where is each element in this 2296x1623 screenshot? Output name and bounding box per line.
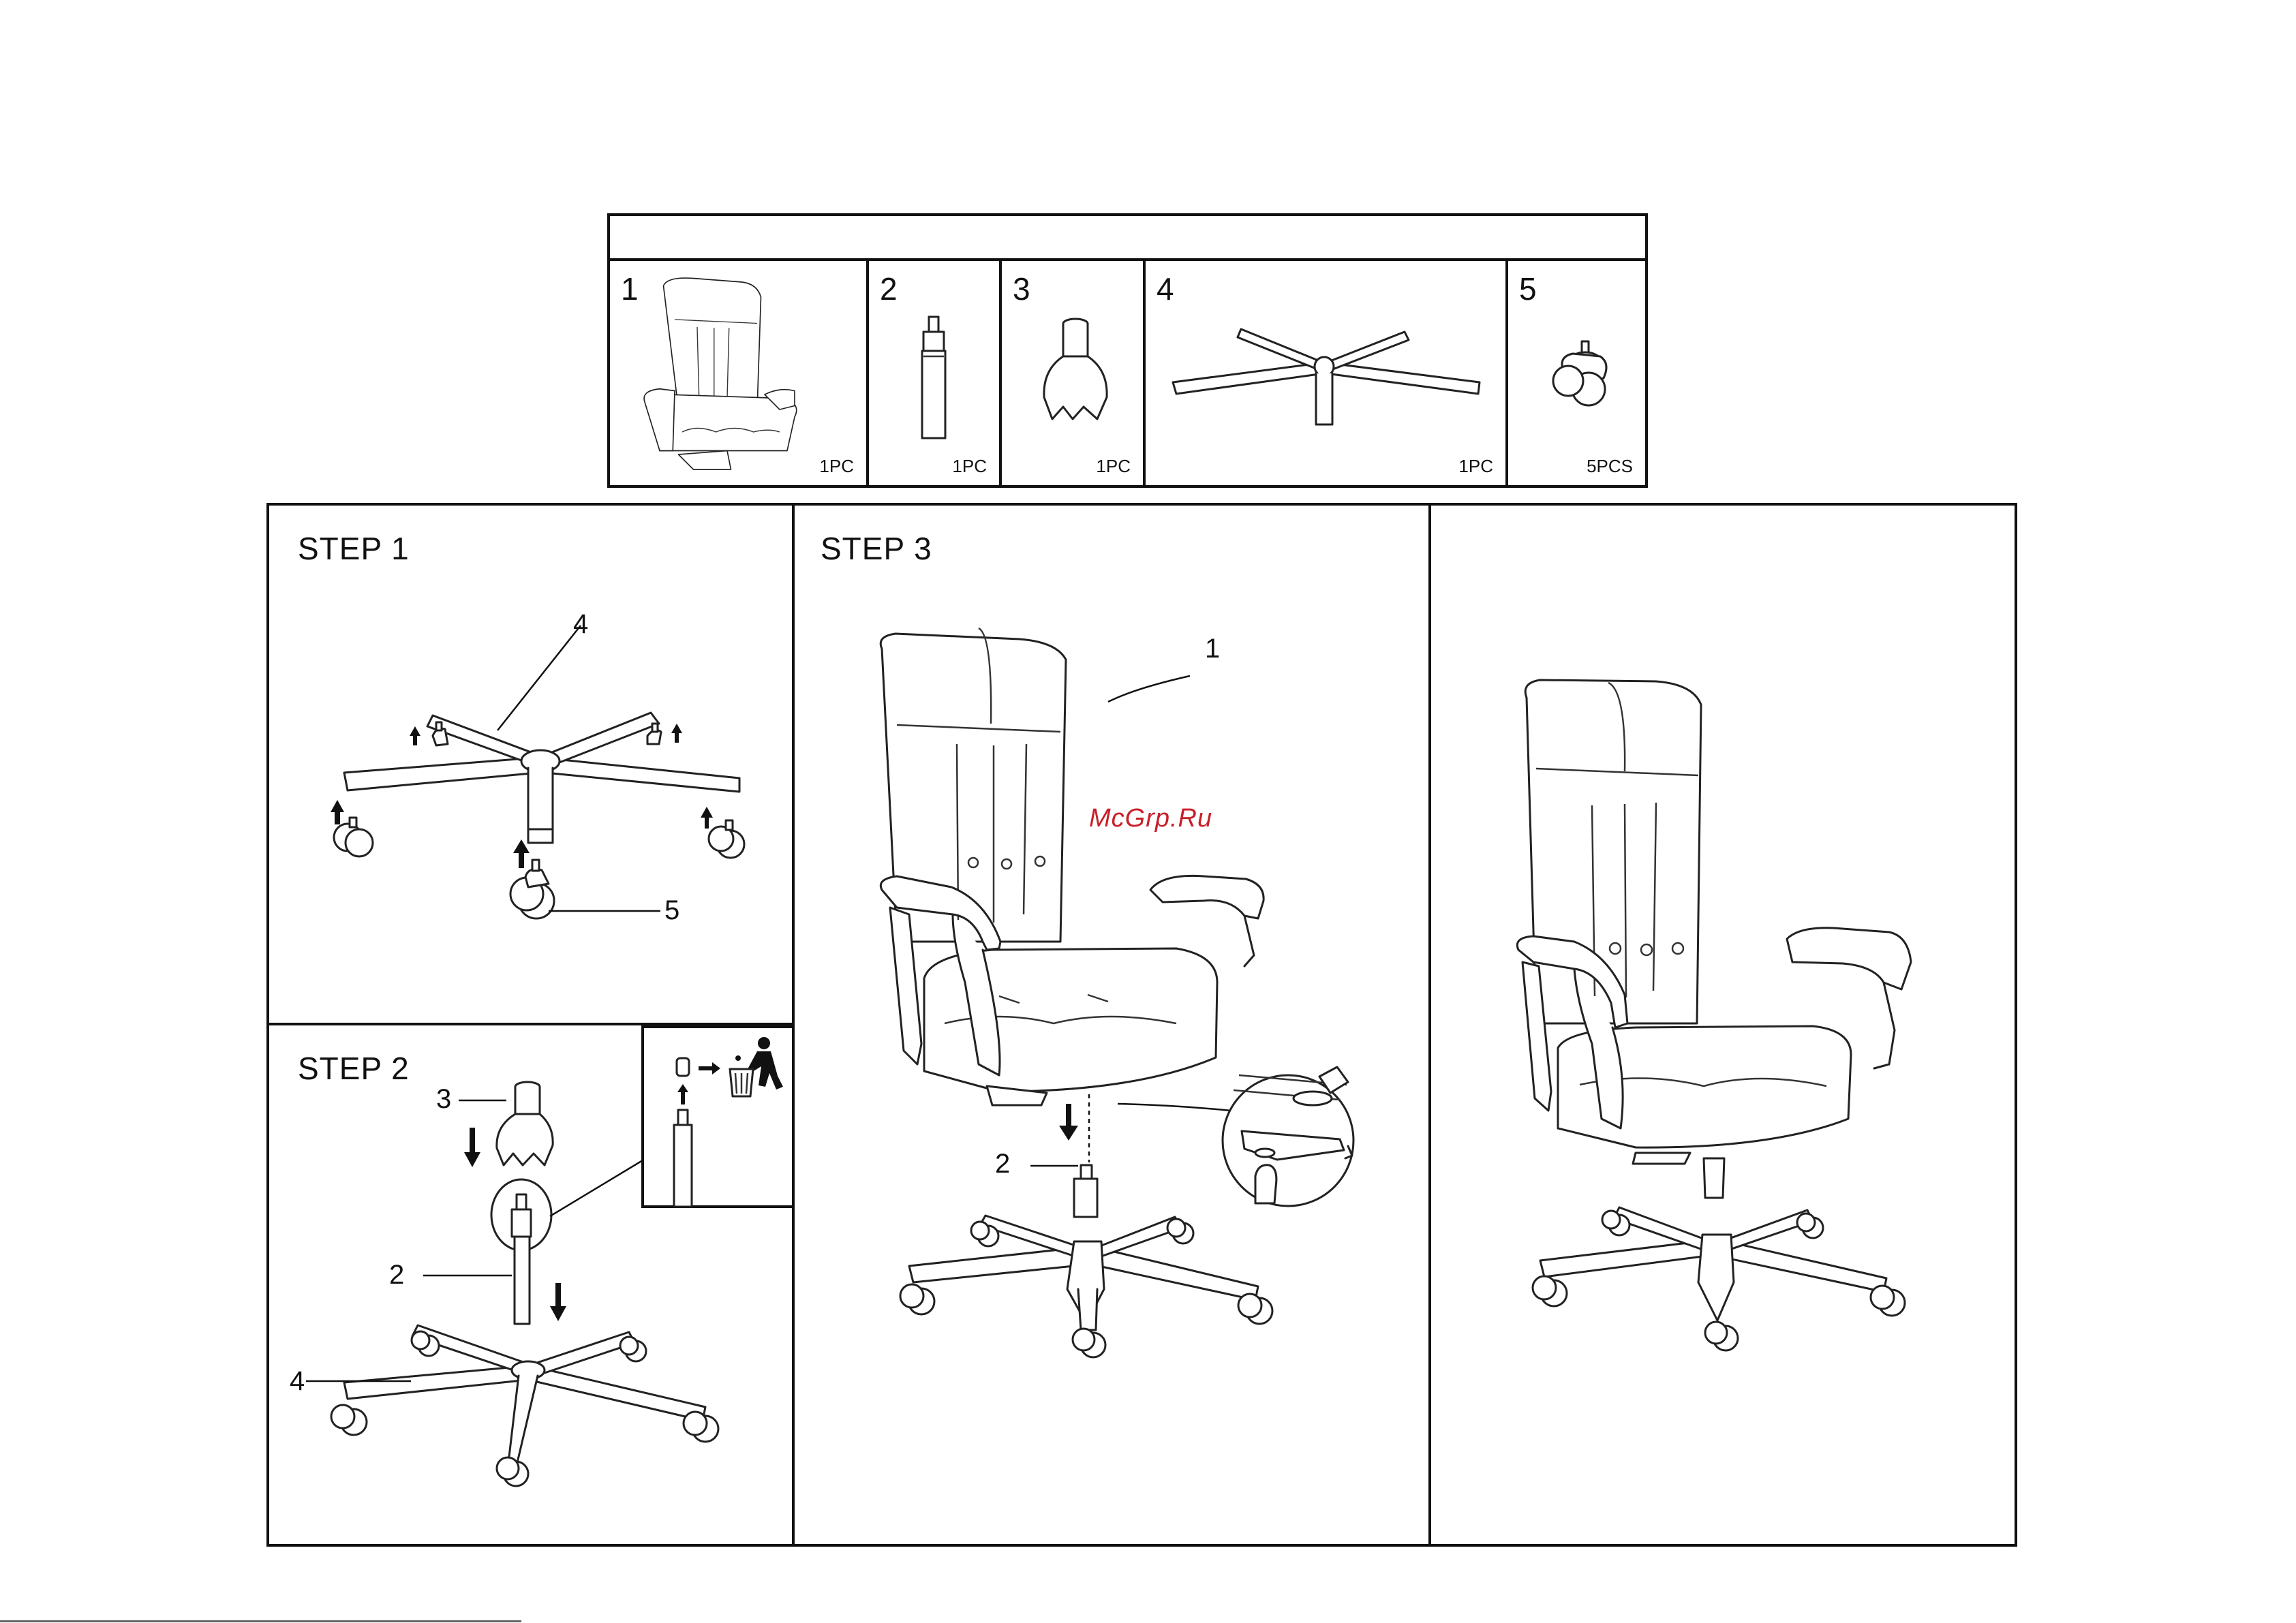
callout-4: 4 [573, 609, 588, 640]
qty-label: 1PC [1458, 456, 1493, 477]
step3-panel: STEP 3 [792, 503, 1431, 1547]
footer-rule [0, 1620, 521, 1622]
qty-label: 5PCS [1587, 456, 1633, 477]
caster-icon [1533, 1276, 1567, 1306]
step3-chair-assembly-illustration [795, 506, 1434, 1549]
watermark: McGrp.Ru [1089, 804, 1212, 833]
trash-bin-icon [730, 1037, 783, 1096]
step2-panel: STEP 2 3 2 4 [266, 1023, 795, 1547]
callout-4: 4 [290, 1366, 305, 1397]
caster-icon [1705, 1322, 1738, 1350]
callout-2: 2 [995, 1149, 1010, 1179]
assembled-chair-illustration [1431, 506, 2020, 1549]
step1-panel: STEP 1 [266, 503, 795, 1025]
caster-icon [1797, 1214, 1823, 1238]
callout-3: 3 [436, 1084, 451, 1115]
qty-label: 1PC [952, 456, 987, 477]
qty-label: 1PC [1096, 456, 1131, 477]
part-cell-5: 5 5PCS [1505, 258, 1648, 488]
caster-icon [620, 1337, 646, 1361]
star-base-icon [1146, 261, 1511, 491]
callout-1: 1 [1205, 634, 1220, 664]
callout-2: 2 [389, 1260, 404, 1290]
caster-icon [1073, 1329, 1105, 1357]
part-cell-1: 1 1PC [607, 258, 869, 488]
step1-base-casters-illustration [269, 506, 797, 1028]
qty-label: 1PC [819, 456, 854, 477]
final-chair-panel [1428, 503, 2017, 1547]
part-cell-4: 4 1PC [1143, 258, 1508, 488]
mechanism-detail-icon [1118, 1067, 1353, 1206]
caster-icon [684, 1412, 718, 1442]
caster-icon [510, 860, 554, 918]
caster-icon [1238, 1294, 1272, 1324]
caster-icon [1167, 1219, 1193, 1243]
dispose-cap-illustration [644, 1028, 800, 1211]
caster-icon [900, 1284, 934, 1314]
caster-icon [331, 1405, 367, 1435]
parts-table-header [607, 213, 1648, 261]
part-cell-2: 2 1PC [866, 258, 1002, 488]
part-cell-3: 3 1PC [999, 258, 1146, 488]
caster-icon [497, 1457, 528, 1486]
caster-icon [1871, 1286, 1905, 1316]
caster-icon [709, 820, 744, 858]
step2-inset-dispose-cap [641, 1025, 797, 1208]
callout-5: 5 [664, 895, 679, 926]
